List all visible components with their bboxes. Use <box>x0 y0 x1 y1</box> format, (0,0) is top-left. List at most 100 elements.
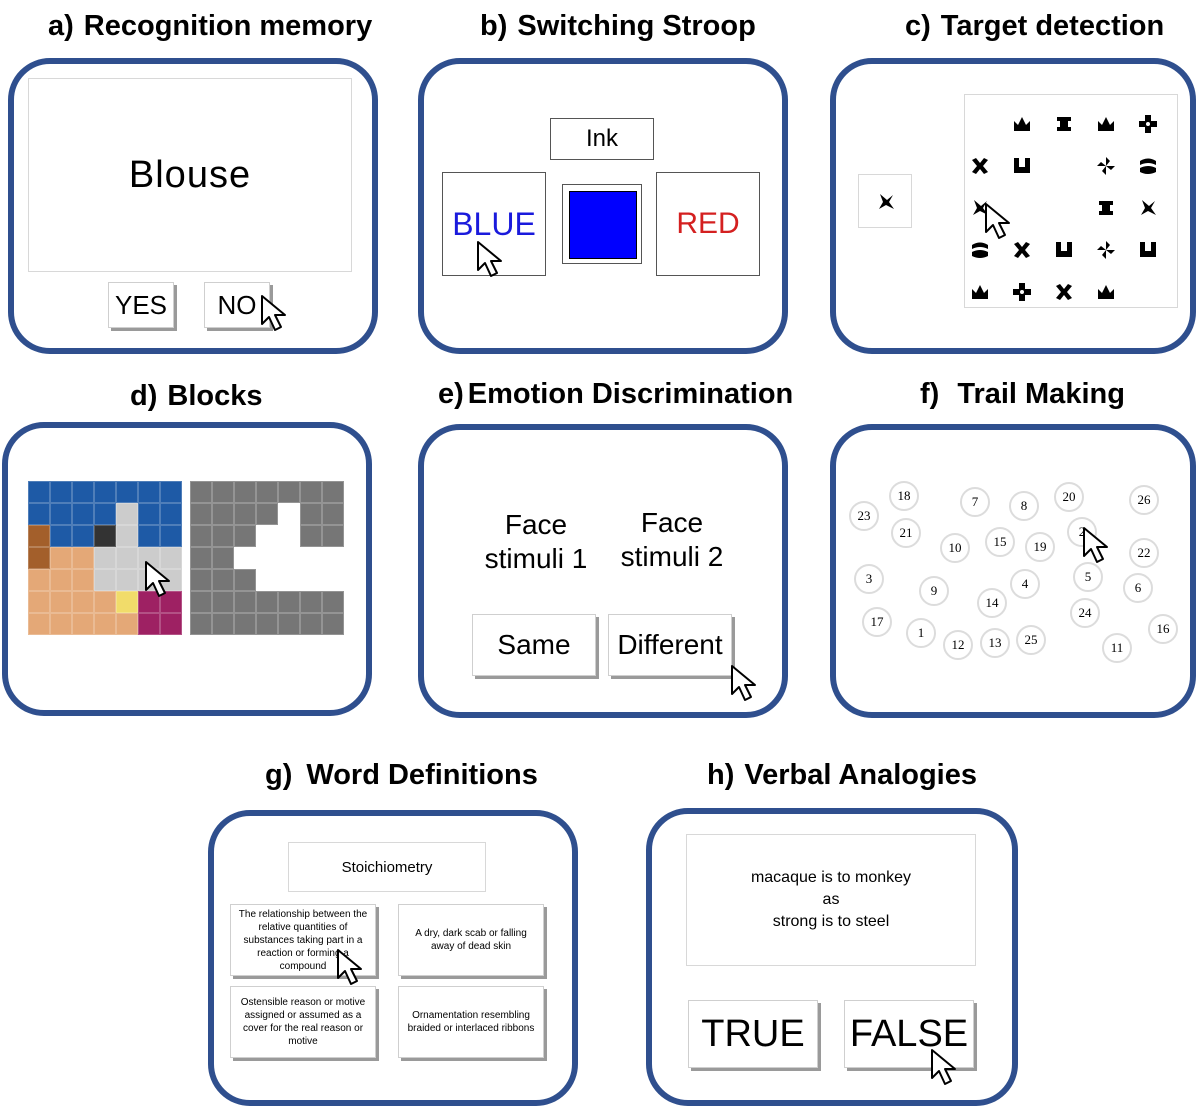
block-cell[interactable] <box>190 547 212 569</box>
crown-glyph-icon[interactable] <box>1095 281 1117 303</box>
x-glyph-icon[interactable] <box>969 155 991 177</box>
block-cell[interactable] <box>94 503 116 525</box>
block-cell[interactable] <box>138 503 160 525</box>
block-cell[interactable] <box>50 547 72 569</box>
trail-node[interactable]: 24 <box>1070 598 1100 628</box>
block-cell[interactable] <box>138 591 160 613</box>
crown-glyph-icon[interactable] <box>1011 113 1033 135</box>
u-glyph-icon[interactable] <box>1011 155 1033 177</box>
u-glyph-icon[interactable] <box>1053 239 1075 261</box>
spin-glyph-icon[interactable] <box>1095 155 1117 177</box>
block-cell[interactable] <box>234 591 256 613</box>
block-cell[interactable] <box>256 481 278 503</box>
block-cell[interactable] <box>278 569 300 591</box>
bar-glyph-icon[interactable] <box>1095 197 1117 219</box>
block-cell[interactable] <box>190 481 212 503</box>
block-cell[interactable] <box>50 525 72 547</box>
block-cell[interactable] <box>50 503 72 525</box>
block-cell[interactable] <box>212 613 234 635</box>
block-cell[interactable] <box>278 481 300 503</box>
spin-glyph-icon[interactable] <box>1095 239 1117 261</box>
block-cell[interactable] <box>278 547 300 569</box>
block-cell[interactable] <box>300 547 322 569</box>
block-cell[interactable] <box>212 569 234 591</box>
block-cell[interactable] <box>212 525 234 547</box>
block-cell[interactable] <box>234 613 256 635</box>
x-glyph-icon[interactable] <box>1053 281 1075 303</box>
block-cell[interactable] <box>190 525 212 547</box>
trail-node[interactable]: 6 <box>1123 573 1153 603</box>
crown-glyph-icon[interactable] <box>969 281 991 303</box>
wave-glyph-icon[interactable] <box>1137 155 1159 177</box>
block-cell[interactable] <box>256 591 278 613</box>
right-word-option[interactable]: RED <box>656 172 760 276</box>
block-cell[interactable] <box>190 569 212 591</box>
block-cell[interactable] <box>322 547 344 569</box>
block-cell[interactable] <box>234 569 256 591</box>
trail-node[interactable]: 10 <box>940 533 970 563</box>
block-cell[interactable] <box>234 481 256 503</box>
block-cell[interactable] <box>322 503 344 525</box>
block-cell[interactable] <box>256 503 278 525</box>
block-cell[interactable] <box>300 525 322 547</box>
block-cell[interactable] <box>94 481 116 503</box>
u-glyph-icon[interactable] <box>1137 239 1159 261</box>
block-cell[interactable] <box>72 503 94 525</box>
block-cell[interactable] <box>212 547 234 569</box>
block-cell[interactable] <box>116 503 138 525</box>
pin-glyph-icon[interactable] <box>1137 197 1159 219</box>
block-cell[interactable] <box>160 547 182 569</box>
trail-node[interactable]: 3 <box>854 564 884 594</box>
trail-node[interactable]: 12 <box>943 630 973 660</box>
block-cell[interactable] <box>322 525 344 547</box>
definition-option-3[interactable]: Ostensible reason or motive assigned or … <box>230 986 376 1058</box>
block-cell[interactable] <box>50 481 72 503</box>
block-cell[interactable] <box>116 613 138 635</box>
block-cell[interactable] <box>234 547 256 569</box>
block-cell[interactable] <box>278 503 300 525</box>
block-cell[interactable] <box>28 481 50 503</box>
trail-node[interactable]: 1 <box>906 618 936 648</box>
block-cell[interactable] <box>322 591 344 613</box>
block-cell[interactable] <box>322 569 344 591</box>
trail-node[interactable]: 13 <box>980 628 1010 658</box>
block-cell[interactable] <box>256 569 278 591</box>
trail-node[interactable]: 9 <box>919 576 949 606</box>
block-cell[interactable] <box>72 569 94 591</box>
block-cell[interactable] <box>212 481 234 503</box>
block-cell[interactable] <box>278 591 300 613</box>
x-glyph-icon[interactable] <box>1011 239 1033 261</box>
block-cell[interactable] <box>138 613 160 635</box>
block-cell[interactable] <box>300 569 322 591</box>
block-cell[interactable] <box>278 613 300 635</box>
trail-node[interactable]: 20 <box>1054 482 1084 512</box>
definition-option-2[interactable]: A dry, dark scab or falling away of dead… <box>398 904 544 976</box>
crown-glyph-icon[interactable] <box>1095 113 1117 135</box>
block-cell[interactable] <box>116 547 138 569</box>
trail-node[interactable]: 14 <box>977 588 1007 618</box>
block-cell[interactable] <box>72 591 94 613</box>
block-cell[interactable] <box>212 503 234 525</box>
false-button[interactable]: FALSE <box>844 1000 974 1068</box>
trail-node[interactable]: 15 <box>985 527 1015 557</box>
block-cell[interactable] <box>28 503 50 525</box>
block-cell[interactable] <box>322 613 344 635</box>
block-cell[interactable] <box>160 591 182 613</box>
trail-node[interactable]: 26 <box>1129 485 1159 515</box>
trail-node[interactable]: 19 <box>1025 532 1055 562</box>
block-cell[interactable] <box>300 591 322 613</box>
block-cell[interactable] <box>94 591 116 613</box>
block-cell[interactable] <box>72 613 94 635</box>
block-cell[interactable] <box>50 613 72 635</box>
trail-node[interactable]: 8 <box>1009 491 1039 521</box>
true-button[interactable]: TRUE <box>688 1000 818 1068</box>
block-cell[interactable] <box>160 481 182 503</box>
block-cell[interactable] <box>50 569 72 591</box>
block-cell[interactable] <box>28 569 50 591</box>
block-cell[interactable] <box>116 525 138 547</box>
block-cell[interactable] <box>116 569 138 591</box>
block-cell[interactable] <box>190 503 212 525</box>
block-cell[interactable] <box>94 613 116 635</box>
block-cell[interactable] <box>300 613 322 635</box>
block-cell[interactable] <box>300 503 322 525</box>
